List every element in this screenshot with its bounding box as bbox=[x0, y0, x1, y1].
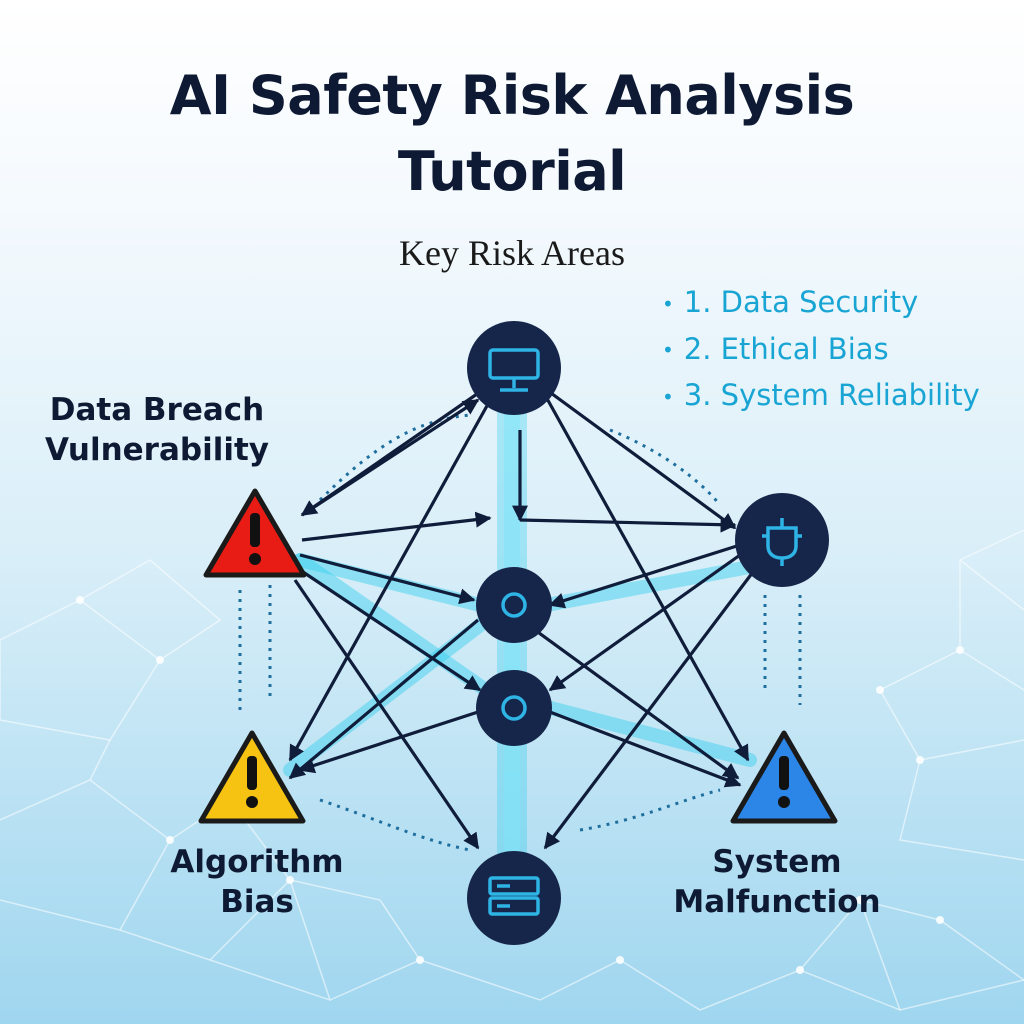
system-malfunction-label-line-1: System bbox=[712, 844, 842, 880]
risk-area-item: 2. Ethical Bias bbox=[662, 327, 1012, 374]
node-center-upper[interactable] bbox=[476, 567, 552, 643]
title-line-2: Tutorial bbox=[397, 140, 627, 203]
glow-spine bbox=[497, 410, 527, 880]
warning-algorithm-bias[interactable] bbox=[198, 730, 306, 824]
risk-area-item: 3. System Reliability bbox=[662, 373, 1012, 420]
circle-icon bbox=[501, 695, 527, 721]
risk-area-item: 1. Data Security bbox=[662, 280, 1012, 327]
node-center-lower[interactable] bbox=[476, 670, 552, 746]
title-line-1: AI Safety Risk Analysis bbox=[169, 64, 855, 127]
connection-arrows bbox=[288, 383, 764, 850]
plug-icon bbox=[762, 518, 802, 566]
dotted-guides bbox=[238, 413, 802, 852]
system-malfunction-label-line-2: Malfunction bbox=[673, 884, 881, 920]
data-breach-label-line-1: Data Breach bbox=[49, 392, 265, 428]
monitor-icon bbox=[488, 348, 540, 392]
risk-areas-list: 1. Data Security 2. Ethical Bias 3. Syst… bbox=[662, 280, 1012, 420]
node-right[interactable] bbox=[735, 493, 829, 587]
subtitle: Key Risk Areas bbox=[399, 233, 625, 273]
warning-data-breach[interactable] bbox=[203, 488, 307, 578]
algorithm-bias-label-line-1: Algorithm bbox=[170, 844, 344, 880]
server-icon bbox=[488, 876, 540, 916]
circle-icon bbox=[501, 592, 527, 618]
node-bottom[interactable] bbox=[467, 851, 561, 945]
warning-system-malfunction[interactable] bbox=[730, 730, 838, 824]
data-breach-label: Data Breach Vulnerability bbox=[22, 390, 292, 470]
data-breach-label-line-2: Vulnerability bbox=[45, 432, 269, 468]
node-top[interactable] bbox=[467, 321, 561, 415]
algorithm-bias-label: Algorithm Bias bbox=[142, 842, 372, 922]
system-malfunction-label: System Malfunction bbox=[652, 842, 902, 922]
page-title: AI Safety Risk Analysis Tutorial bbox=[62, 58, 962, 210]
algorithm-bias-label-line-2: Bias bbox=[220, 884, 294, 920]
